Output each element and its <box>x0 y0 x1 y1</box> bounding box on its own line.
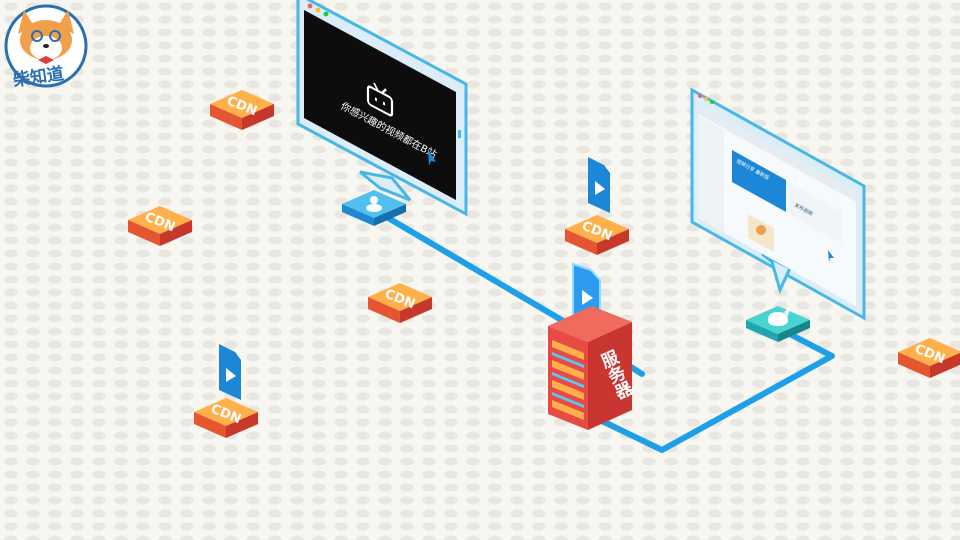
user-icon <box>366 196 382 212</box>
client-node <box>746 306 810 342</box>
video-screen-monitor: 你感兴趣的视频都在B站 <box>296 0 468 217</box>
shiba-logo: 柴知道 <box>4 4 88 91</box>
cdn-node: CDN <box>368 283 432 323</box>
user-node <box>342 190 406 226</box>
browser-monitor: 视频分享 最新版 发布视频 <box>690 87 866 321</box>
line-server-to-client <box>597 327 835 453</box>
cdn-node: CDN <box>210 90 274 130</box>
cdn-node: CDN <box>898 338 960 378</box>
cdn-node: CDN <box>565 215 629 255</box>
tv-icon <box>366 82 394 117</box>
play-file-icon <box>588 157 610 213</box>
cdn-node: CDN <box>194 398 258 438</box>
cursor-icon <box>428 150 436 166</box>
cursor-icon <box>828 250 834 262</box>
cdn-node: CDN <box>128 206 192 246</box>
line-user-to-server <box>375 209 568 325</box>
browser-banner <box>732 150 786 212</box>
cloud-bird-icon <box>768 308 790 326</box>
shiba-logo-icon <box>18 10 74 64</box>
play-file-icon <box>219 344 241 400</box>
server-slots <box>552 340 584 420</box>
server-tower: 服务器 <box>548 306 636 430</box>
